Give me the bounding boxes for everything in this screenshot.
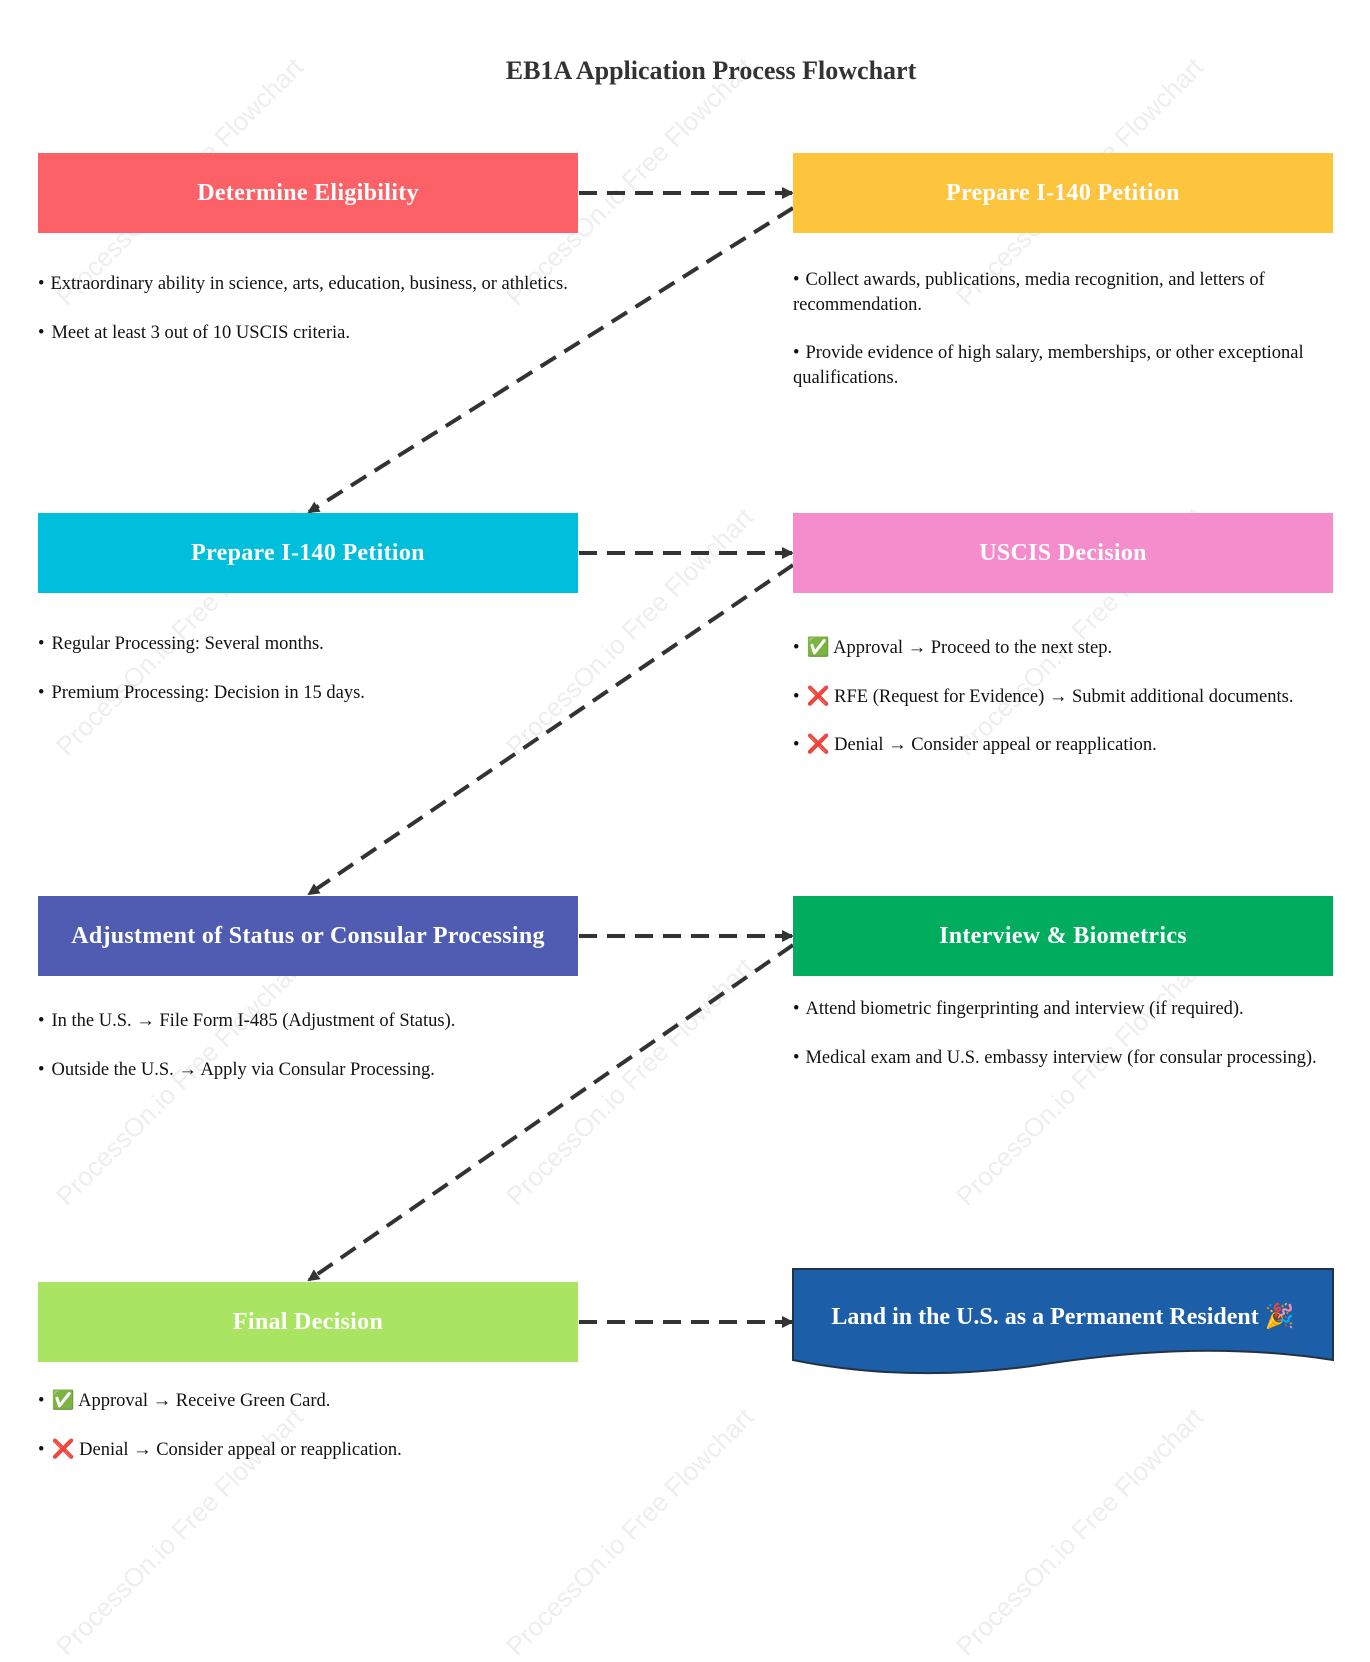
- step-label: USCIS Decision: [979, 539, 1147, 566]
- note-item: •Medical exam and U.S. embassy interview…: [793, 1047, 1317, 1068]
- final-decision-notes: •✅ Approval → Receive Green Card. •❌ Den…: [38, 1389, 578, 1486]
- note-item: •Attend biometric fingerprinting and int…: [793, 999, 1244, 1019]
- note-item: •Meet at least 3 out of 10 USCIS criteri…: [38, 322, 350, 343]
- step-prepare-i140-processing[interactable]: Prepare I-140 Petition: [38, 513, 578, 593]
- step-adjustment-or-consular[interactable]: Adjustment of Status or Consular Process…: [38, 896, 578, 976]
- note-item: •Outside the U.S. → Apply via Consular P…: [38, 1059, 435, 1080]
- step-label: Prepare I-140 Petition: [946, 179, 1180, 206]
- note-item: •Extraordinary ability in science, arts,…: [38, 274, 568, 294]
- processing-notes: •Regular Processing: Several months. •Pr…: [38, 632, 578, 729]
- note-item: •✅ Approval → Receive Green Card.: [38, 1391, 331, 1411]
- adjustment-notes: •In the U.S. → File Form I-485 (Adjustme…: [38, 1009, 578, 1106]
- note-item: •In the U.S. → File Form I-485 (Adjustme…: [38, 1011, 456, 1031]
- step-interview-biometrics[interactable]: Interview & Biometrics: [793, 896, 1333, 976]
- arrow-prepare-to-prepare: [307, 206, 795, 514]
- note-item: •❌ Denial → Consider appeal or reapplica…: [38, 1439, 402, 1460]
- note-item: •❌ Denial → Consider appeal or reapplica…: [793, 735, 1157, 755]
- note-item: •Regular Processing: Several months.: [38, 634, 324, 654]
- step-land-permanent-resident[interactable]: Land in the U.S. as a Permanent Resident…: [792, 1290, 1334, 1342]
- arrow-uscis-to-adjustment: [307, 563, 795, 896]
- note-item: •Collect awards, publications, media rec…: [793, 270, 1265, 315]
- arrow-interview-to-final: [307, 943, 795, 1282]
- page-title: EB1A Application Process Flowchart: [505, 56, 917, 85]
- note-item: •Premium Processing: Decision in 15 days…: [38, 682, 365, 703]
- note-item: •✅ Approval → Proceed to the next step.: [793, 638, 1113, 658]
- step-prepare-i140-petition[interactable]: Prepare I-140 Petition: [793, 153, 1333, 233]
- step-label: Adjustment of Status or Consular Process…: [71, 922, 545, 949]
- step-land-permanent-resident-shape[interactable]: [792, 1268, 1336, 1378]
- interview-notes: •Attend biometric fingerprinting and int…: [793, 997, 1333, 1094]
- step-label: Final Decision: [232, 1308, 384, 1335]
- step-final-decision[interactable]: Final Decision: [38, 1282, 578, 1362]
- uscis-notes: •✅ Approval → Proceed to the next step. …: [793, 636, 1333, 782]
- eligibility-notes: •Extraordinary ability in science, arts,…: [38, 272, 578, 369]
- step-label: Prepare I-140 Petition: [191, 539, 425, 566]
- note-item: •Provide evidence of high salary, member…: [793, 343, 1304, 388]
- step-label: Determine Eligibility: [197, 179, 419, 206]
- step-label: Land in the U.S. as a Permanent Resident…: [831, 1303, 1295, 1330]
- connector-layer: [307, 187, 795, 1328]
- prepare-petition-notes: •Collect awards, publications, media rec…: [793, 268, 1333, 414]
- note-item: •❌ RFE (Request for Evidence) → Submit a…: [793, 686, 1294, 707]
- step-uscis-decision[interactable]: USCIS Decision: [793, 513, 1333, 593]
- step-determine-eligibility[interactable]: Determine Eligibility: [38, 153, 578, 233]
- step-label: Interview & Biometrics: [939, 922, 1187, 949]
